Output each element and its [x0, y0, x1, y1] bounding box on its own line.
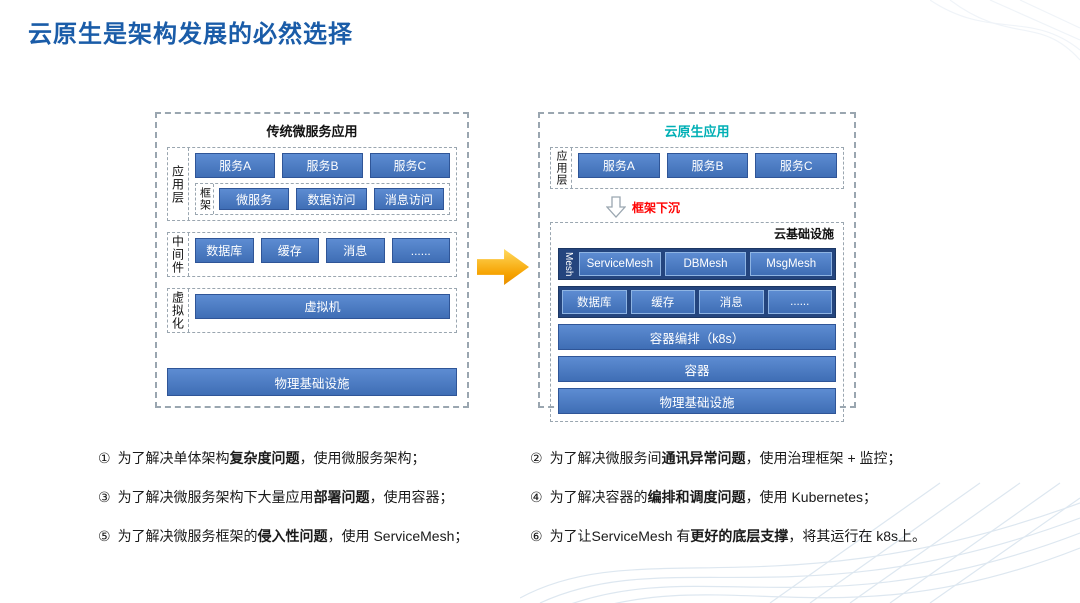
note-1-tail: ，使用微服务架构； — [299, 450, 426, 466]
microservice-box: 微服务 — [219, 188, 290, 210]
note-4-text: 为了解决容器的 — [549, 489, 648, 505]
note-5: ⑤ 为了解决微服务框架的侵入性问题，使用 ServiceMesh； — [98, 526, 530, 546]
note-5-number: ⑤ — [98, 528, 111, 544]
background-pattern-top-right — [930, 0, 1080, 61]
note-4-number: ④ — [530, 489, 543, 505]
service-c-box: 服务C — [755, 153, 838, 178]
cloud-infrastructure-box: 云基础设施 Mesh ServiceMesh DBMesh MsgMesh 数据… — [550, 222, 844, 423]
left-virtualization-label: 虚拟化 — [168, 289, 189, 332]
right-services-row: 服务A 服务B 服务C — [578, 153, 838, 178]
right-middleware-row: 数据库 缓存 消息 ...... — [558, 286, 836, 319]
note-1-bold: 复杂度问题 — [229, 450, 300, 466]
note-1-text: 为了解决单体架构 — [117, 450, 230, 466]
service-b-box: 服务B — [666, 153, 749, 178]
framework-sink-label: 框架下沉 — [632, 200, 681, 215]
note-6-text: 为了让ServiceMesh 有 — [549, 528, 691, 544]
mesh-row: Mesh ServiceMesh DBMesh MsgMesh — [558, 248, 836, 281]
left-middleware-row: 数据库 缓存 消息 ...... — [195, 238, 450, 263]
note-4-bold: 编排和调度问题 — [647, 489, 746, 505]
right-app-layer-label: 应用层 — [551, 148, 572, 188]
left-vm-row: 虚拟机 — [195, 294, 450, 319]
right-app-layer-section: 应用层 服务A 服务B 服务C — [550, 147, 844, 189]
left-app-layer-label: 应用层 — [168, 148, 189, 220]
message-access-box: 消息访问 — [373, 188, 444, 210]
message-box: 消息 — [699, 290, 764, 315]
virtual-machine-box: 虚拟机 — [195, 294, 450, 319]
left-app-layer-section: 应用层 服务A 服务B 服务C 框架 微服务 数据访问 消息访问 — [167, 147, 457, 221]
note-2: ② 为了解决微服务间通讯异常问题，使用治理框架 + 监控； — [530, 448, 1028, 468]
right-diagram-title: 云原生应用 — [664, 124, 730, 139]
data-access-box: 数据访问 — [296, 188, 367, 210]
container-orchestration-bar: 容器编排（k8s） — [558, 324, 836, 351]
left-middleware-label: 中间件 — [168, 233, 189, 276]
left-physical-infrastructure-bar: 物理基础设施 — [167, 368, 457, 396]
note-5-tail: ，使用 ServiceMesh； — [327, 528, 469, 544]
message-box: 消息 — [326, 238, 385, 263]
left-framework-label: 框架 — [196, 184, 214, 214]
note-3: ③ 为了解决微服务架构下大量应用部署问题，使用容器； — [98, 487, 530, 507]
service-a-box: 服务A — [195, 153, 276, 178]
service-b-box: 服务B — [282, 153, 363, 178]
page-title: 云原生是架构发展的必然选择 — [28, 21, 353, 48]
cloud-infrastructure-title: 云基础设施 — [773, 227, 834, 241]
right-app-layer-content: 服务A 服务B 服务C — [572, 148, 843, 188]
left-virtualization-content: 虚拟机 — [189, 289, 456, 332]
msgmesh-box: MsgMesh — [750, 252, 833, 276]
traditional-microservices-diagram: 传统微服务应用 应用层 服务A 服务B 服务C 框架 微服务 数据访问 消息访问… — [155, 112, 469, 408]
cloud-native-diagram: 云原生应用 应用层 服务A 服务B 服务C 框架下沉 云基础设施 Mesh Se… — [538, 112, 856, 423]
database-box: 数据库 — [195, 238, 254, 263]
left-middleware-content: 数据库 缓存 消息 ...... — [189, 233, 456, 276]
service-c-box: 服务C — [369, 153, 450, 178]
cache-box: 缓存 — [260, 238, 319, 263]
down-arrow-icon — [606, 196, 626, 218]
framework-sink-row: 框架下沉 — [606, 195, 844, 219]
note-2-bold: 通讯异常问题 — [661, 450, 746, 466]
note-6-bold: 更好的底层支撑 — [690, 528, 789, 544]
note-3-bold: 部署问题 — [313, 489, 370, 505]
note-5-bold: 侵入性问题 — [257, 528, 328, 544]
note-6-tail: ，将其运行在 k8s上。 — [788, 528, 927, 544]
note-4-tail: ，使用 Kubernetes； — [745, 489, 878, 505]
note-2-tail: ，使用治理框架 + 监控； — [745, 450, 902, 466]
servicemesh-box: ServiceMesh — [579, 252, 661, 276]
note-3-number: ③ — [98, 489, 111, 505]
note-3-text: 为了解决微服务架构下大量应用 — [117, 489, 314, 505]
note-6: ⑥ 为了让ServiceMesh 有更好的底层支撑，将其运行在 k8s上。 — [530, 526, 1028, 546]
note-1: ① 为了解决单体架构复杂度问题，使用微服务架构； — [98, 448, 530, 468]
dbmesh-box: DBMesh — [664, 252, 747, 276]
left-app-layer-content: 服务A 服务B 服务C 框架 微服务 数据访问 消息访问 — [189, 148, 456, 220]
left-framework-items: 微服务 数据访问 消息访问 — [214, 184, 449, 214]
note-2-text: 为了解决微服务间 — [549, 450, 662, 466]
right-physical-infrastructure-bar: 物理基础设施 — [558, 388, 836, 415]
note-1-number: ① — [98, 450, 111, 466]
left-diagram-title: 传统微服务应用 — [266, 124, 358, 139]
note-2-number: ② — [530, 450, 543, 466]
left-middleware-section: 中间件 数据库 缓存 消息 ...... — [167, 232, 457, 277]
note-6-number: ⑥ — [530, 528, 543, 544]
service-a-box: 服务A — [578, 153, 660, 178]
left-services-row: 服务A 服务B 服务C — [195, 153, 450, 178]
database-box: 数据库 — [562, 290, 627, 315]
container-bar: 容器 — [558, 356, 836, 383]
mesh-label: Mesh — [563, 252, 574, 277]
left-framework-box: 框架 微服务 数据访问 消息访问 — [195, 183, 450, 215]
ellipsis-box: ...... — [391, 238, 450, 263]
ellipsis-box: ...... — [767, 290, 832, 315]
note-4: ④ 为了解决容器的编排和调度问题，使用 Kubernetes； — [530, 487, 1028, 507]
note-3-tail: ，使用容器； — [369, 489, 454, 505]
cache-box: 缓存 — [630, 290, 695, 315]
note-5-text: 为了解决微服务框架的 — [117, 528, 258, 544]
transform-arrow-icon — [477, 249, 529, 285]
left-virtualization-section: 虚拟化 虚拟机 — [167, 288, 457, 333]
